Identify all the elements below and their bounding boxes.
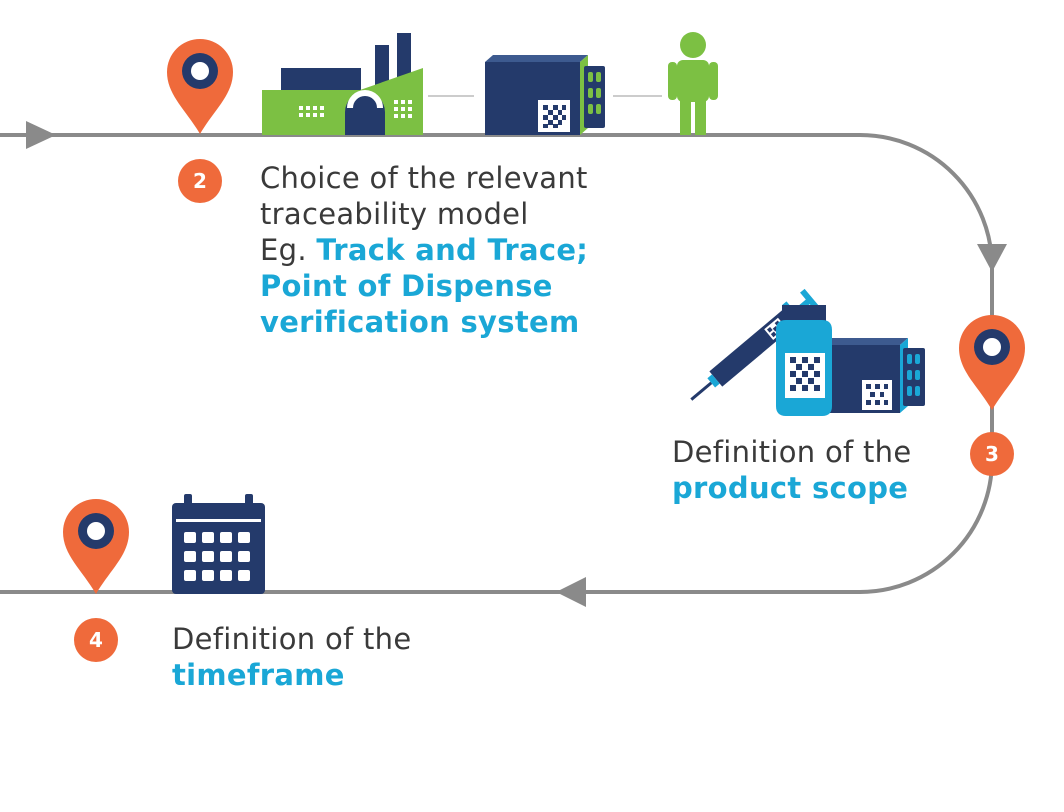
medicine-box-icon	[485, 55, 605, 135]
vial-icon	[776, 305, 832, 416]
location-pin-icon	[63, 499, 129, 594]
highlight-text: Track and Trace;	[316, 233, 589, 267]
description-line: Definition of the	[672, 435, 912, 469]
description-line: Eg. Track and Trace;	[260, 232, 588, 268]
step-2-description: Choice of the relevant traceability mode…	[260, 160, 588, 340]
step-4-description: Definition of the timeframe	[172, 621, 412, 693]
path-arrow-right	[26, 121, 56, 149]
description-line: traceability model	[260, 197, 529, 231]
location-pin-icon	[167, 39, 233, 134]
highlight-text: verification system	[260, 305, 580, 339]
person-icon	[668, 32, 718, 135]
description-prefix: Eg.	[260, 233, 317, 267]
step-4-badge: 4	[74, 618, 118, 662]
path-arrow-left	[556, 577, 586, 607]
step-3-badge: 3	[970, 432, 1014, 476]
highlight-text: Point of Dispense	[260, 269, 553, 303]
highlight-text: timeframe	[172, 658, 345, 692]
path-arrow-down	[977, 244, 1007, 272]
step-2-badge: 2	[178, 159, 222, 203]
description-line: Definition of the	[172, 622, 412, 656]
description-line: Choice of the relevant	[260, 161, 588, 195]
location-pin-icon	[959, 315, 1025, 410]
medicine-box-icon	[820, 338, 925, 413]
step-3-description: Definition of the product scope	[672, 434, 912, 506]
calendar-icon	[172, 494, 265, 594]
highlight-text: product scope	[672, 471, 909, 505]
factory-icon	[262, 33, 423, 135]
